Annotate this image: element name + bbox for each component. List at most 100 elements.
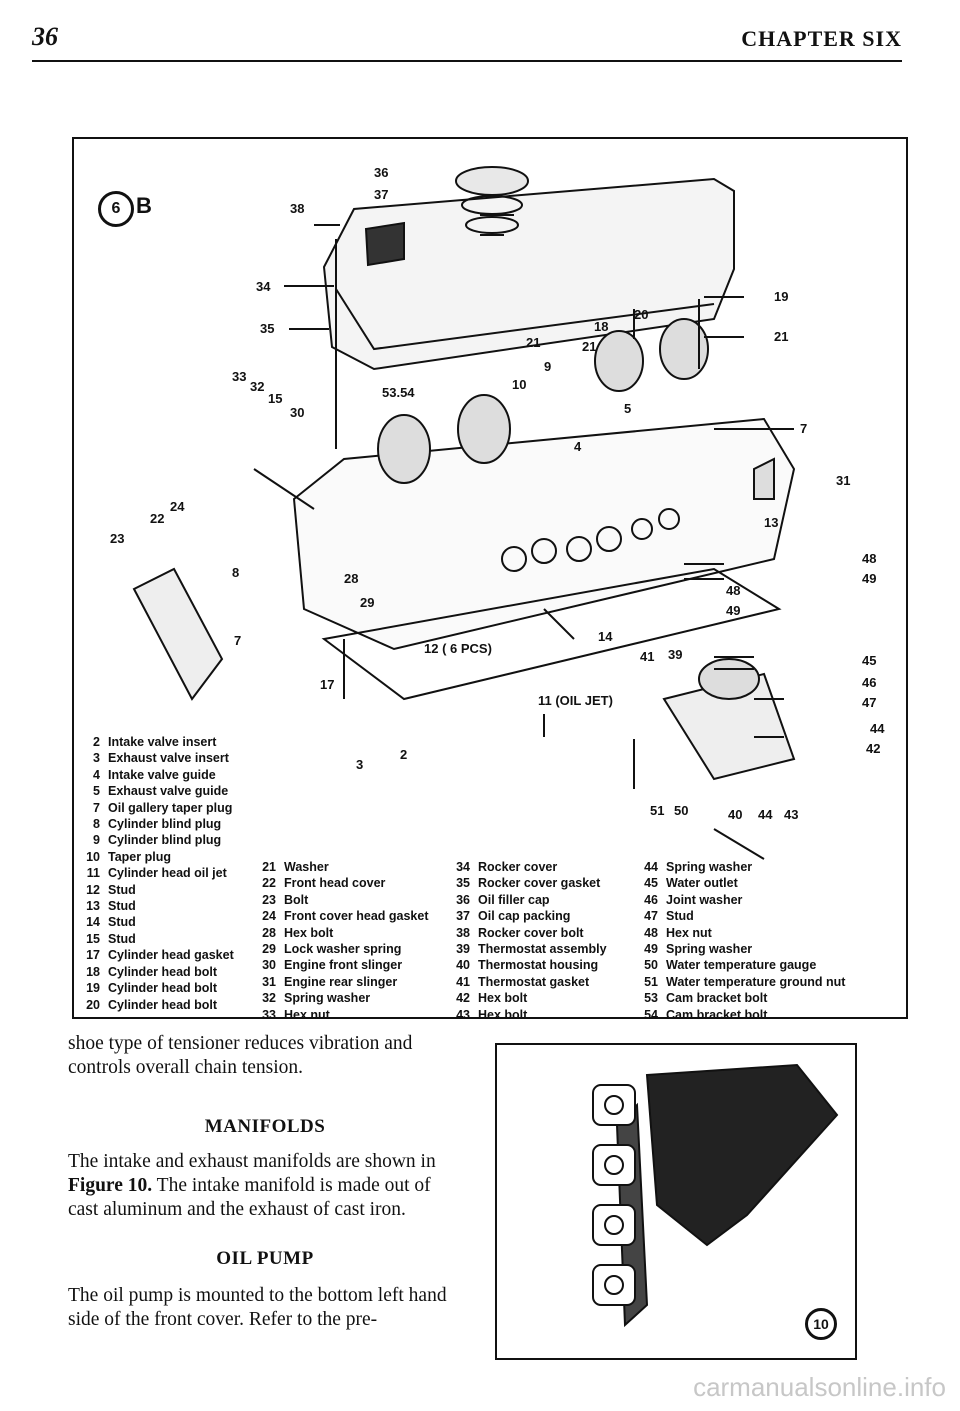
legend-number: 21 [262, 860, 276, 874]
legend-text: Hex bolt [478, 1007, 528, 1022]
callout-label: 49 [862, 571, 877, 586]
legend-number: 36 [456, 892, 470, 907]
legend-text: Taper plug [108, 849, 171, 864]
legend-number: 13 [86, 899, 100, 914]
callout-label: 8 [232, 565, 240, 580]
legend-text: Oil filler cap [478, 892, 550, 907]
legend-number: 17 [86, 948, 100, 963]
callout-label: 53.54 [382, 385, 415, 400]
legend-number: 42 [456, 991, 470, 1006]
legend-number: 7 [93, 800, 100, 815]
legend-number: 28 [262, 925, 276, 940]
legend-number: 30 [262, 958, 276, 973]
legend-number: 11 [86, 866, 100, 881]
callout-label: 34 [256, 279, 271, 294]
legend-text: Intake valve insert [108, 735, 217, 749]
legend-text: Hex nut [666, 925, 712, 940]
chapter-title: CHAPTER SIX [741, 26, 902, 51]
legend-text: Stud [108, 899, 136, 914]
paragraph-text: The intake and exhaust manifolds are sho… [68, 1151, 436, 1172]
legend-number: 34 [456, 860, 470, 874]
legend-text: Washer [284, 860, 329, 874]
paragraph-text: The intake manifold is made out of cast … [68, 1175, 431, 1220]
legend-text: Intake valve guide [108, 767, 216, 782]
callout-label: 7 [234, 633, 242, 648]
callout-label: 14 [598, 629, 613, 644]
callout-label: 28 [344, 571, 359, 586]
callout-label: 9 [544, 359, 552, 374]
legend-number: 15 [86, 931, 100, 946]
legend-item: 21 Washer [254, 859, 429, 875]
legend-text: Engine front slinger [284, 958, 403, 973]
callout-label: 46 [862, 675, 877, 690]
legend-number: 4 [93, 767, 100, 782]
callout-label: 3 [356, 757, 364, 772]
legend-item: 51 Water temperature ground nut [636, 974, 845, 990]
legend-item: 4 Intake valve guide [78, 767, 234, 783]
legend-number: 19 [86, 981, 100, 996]
legend-item: 15 Stud [78, 931, 234, 947]
callout-label: 51 [650, 803, 665, 818]
engine-exploded-diagram [132, 166, 796, 860]
callout-label: 47 [862, 695, 877, 710]
legend-number: 22 [262, 876, 276, 891]
legend-number: 35 [456, 876, 470, 891]
legend-text: Rocker cover gasket [478, 876, 601, 891]
paragraph-oil-pump: The oil pump is mounted to the bottom le… [68, 1285, 447, 1330]
legend-text: Hex nut [284, 1007, 330, 1022]
callout-label: 37 [374, 187, 389, 202]
legend-number: 51 [644, 974, 658, 989]
callout-label: 18 [594, 319, 609, 334]
manifold-photo [592, 1063, 839, 1328]
legend-text: Spring washer [666, 860, 753, 874]
callout-label: 32 [250, 379, 265, 394]
figure-badge: 10 [805, 1308, 837, 1340]
callout-label: 12 ( 6 PCS) [424, 641, 492, 656]
callout-label: 35 [260, 321, 275, 336]
figure-badge: 6 [98, 191, 134, 227]
legend-number: 10 [86, 849, 100, 864]
callout-label: 48 [726, 583, 741, 598]
legend-number: 32 [262, 991, 276, 1006]
legend-text: Water temperature ground nut [666, 974, 846, 989]
legend-number: 38 [456, 925, 470, 940]
legend-text: Stud [666, 909, 694, 924]
callout-label: 20 [634, 307, 649, 322]
callout-label: 23 [110, 531, 125, 546]
callout-label: 45 [862, 653, 877, 668]
figure-6b: 6 B [72, 137, 908, 1022]
legend-number: 8 [93, 817, 100, 832]
legend-text: Stud [108, 882, 136, 897]
legend-text: Water outlet [666, 876, 738, 891]
legend-number: 9 [93, 833, 100, 848]
legend-text: Stud [108, 931, 136, 946]
callout-label: 31 [836, 473, 851, 488]
callout-label: 13 [764, 515, 779, 530]
page-number: 36 [32, 22, 58, 51]
legend-text: Exhaust valve insert [108, 751, 229, 766]
legend-text: Cylinder head bolt [108, 997, 218, 1012]
legend-number: 54 [644, 1007, 658, 1022]
